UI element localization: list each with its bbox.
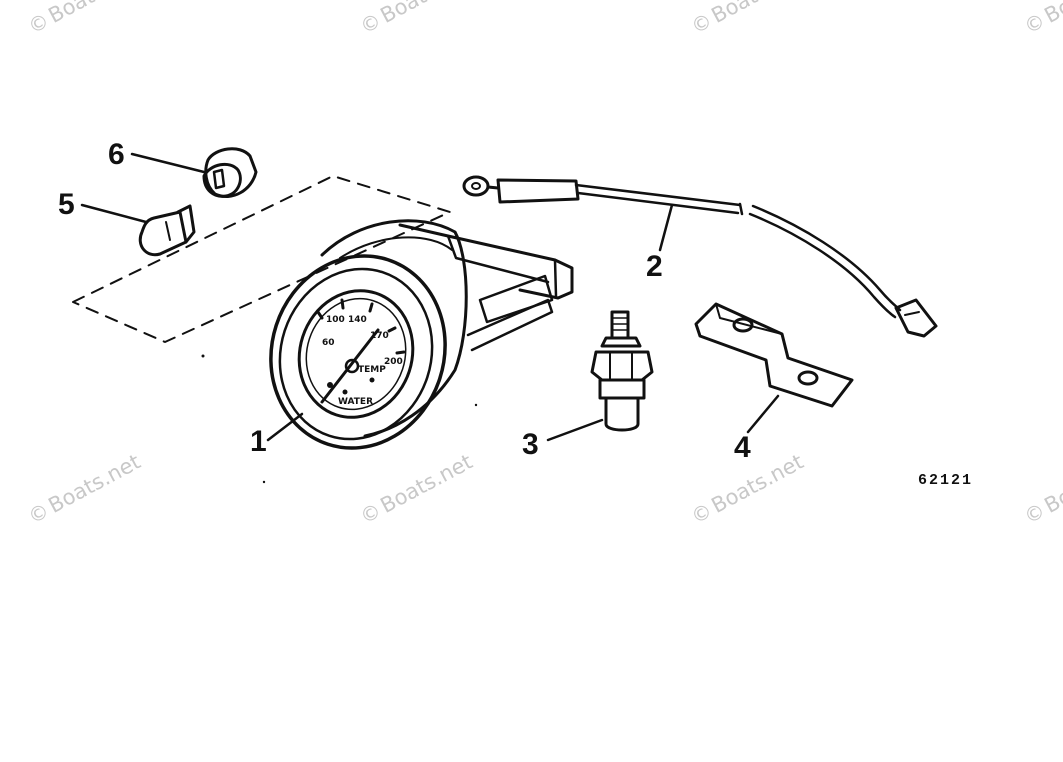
temperature-gauge: 100 140 170 200 60 WATER TEMP	[269, 219, 574, 450]
lamp-socket	[202, 147, 258, 198]
callout-3: 3	[522, 428, 539, 461]
gauge-scale-140: 140	[348, 315, 367, 325]
gauge-face	[297, 289, 415, 419]
sender-lead-wire	[462, 175, 938, 338]
gauge-scale-60: 60	[322, 338, 335, 348]
gauge-needle	[320, 328, 380, 404]
dashed-group-box	[72, 175, 451, 343]
gauge-scale-100: 100	[326, 315, 345, 325]
callout-4: 4	[734, 431, 751, 464]
drawing-number: 62121	[918, 472, 974, 489]
gauge-scale-200: 200	[384, 357, 403, 367]
lamp-bulb	[138, 204, 196, 257]
gauge-label-temp: TEMP	[358, 365, 386, 375]
callout-5: 5	[58, 188, 75, 221]
callout-1: 1	[250, 425, 267, 458]
gauge-bezel	[269, 254, 447, 450]
gauge-scale-170: 170	[370, 331, 389, 341]
callout-2: 2	[646, 250, 663, 283]
leader-lines	[80, 152, 780, 442]
mounting-bracket	[694, 302, 854, 408]
temperature-sender	[590, 310, 654, 432]
gauge-label-water: WATER	[338, 397, 373, 407]
callout-6: 6	[108, 138, 125, 171]
ring-terminal	[462, 175, 490, 197]
